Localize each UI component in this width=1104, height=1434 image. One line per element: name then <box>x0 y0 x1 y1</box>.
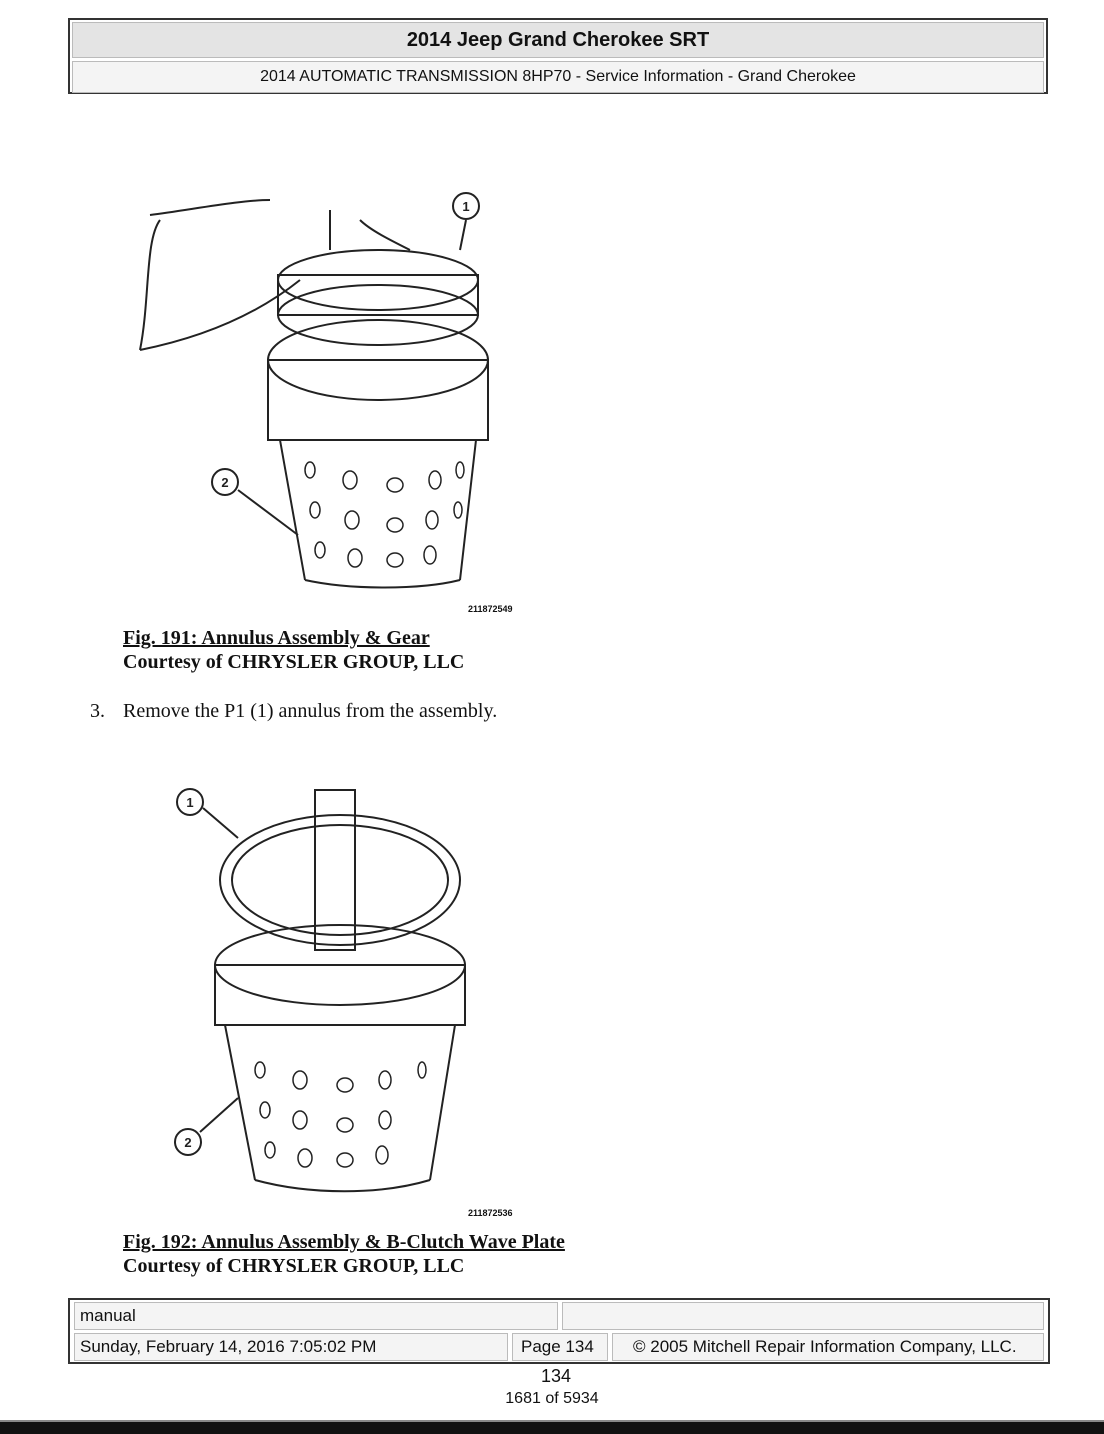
page-number: 134 <box>540 1366 572 1386</box>
footer-date: Sunday, February 14, 2016 7:05:02 PM <box>74 1333 508 1361</box>
figure-courtesy: Courtesy of CHRYSLER GROUP, LLC <box>123 651 465 673</box>
footer-page: Page 134 <box>512 1333 608 1361</box>
footer-copyright: © 2005 Mitchell Repair Information Compa… <box>612 1333 1044 1361</box>
callout-2: 2 <box>221 475 228 490</box>
figure-caption-link[interactable]: Fig. 191: Annulus Assembly & Gear <box>123 627 430 649</box>
figure-192-id: 211872536 <box>468 1208 513 1218</box>
document-footer: manual Sunday, February 14, 2016 7:05:02… <box>68 1298 1050 1364</box>
figure-courtesy: Courtesy of CHRYSLER GROUP, LLC <box>123 1255 465 1277</box>
document-header: 2014 Jeep Grand Cherokee SRT 2014 AUTOMA… <box>68 18 1048 94</box>
figure-191-caption: Fig. 191: Annulus Assembly & Gear Courte… <box>123 626 464 674</box>
figure-192-caption: Fig. 192: Annulus Assembly & B-Clutch Wa… <box>123 1230 565 1278</box>
page-count: 1681 of 5934 <box>505 1390 599 1407</box>
step-text: Remove the P1 (1) annulus from the assem… <box>123 700 498 722</box>
step-number: 3. <box>90 700 105 722</box>
footer-empty-cell <box>562 1302 1044 1330</box>
figure-191-illustration: 1 2 <box>139 192 489 589</box>
figure-caption-link[interactable]: Fig. 192: Annulus Assembly & B-Clutch Wa… <box>123 1231 565 1253</box>
header-subtitle: 2014 AUTOMATIC TRANSMISSION 8HP70 - Serv… <box>72 61 1044 93</box>
callout-2: 2 <box>184 1135 191 1150</box>
callout-1: 1 <box>462 199 469 214</box>
viewer-bottom-bar <box>0 1420 1104 1434</box>
callout-1: 1 <box>186 795 193 810</box>
step-3: 3. Remove the P1 (1) annulus from the ass… <box>90 700 497 723</box>
figure-191-id: 211872549 <box>468 604 513 614</box>
header-title: 2014 Jeep Grand Cherokee SRT <box>72 22 1044 58</box>
footer-manual: manual <box>74 1302 558 1330</box>
figure-192-illustration: 1 2 <box>174 788 466 1193</box>
